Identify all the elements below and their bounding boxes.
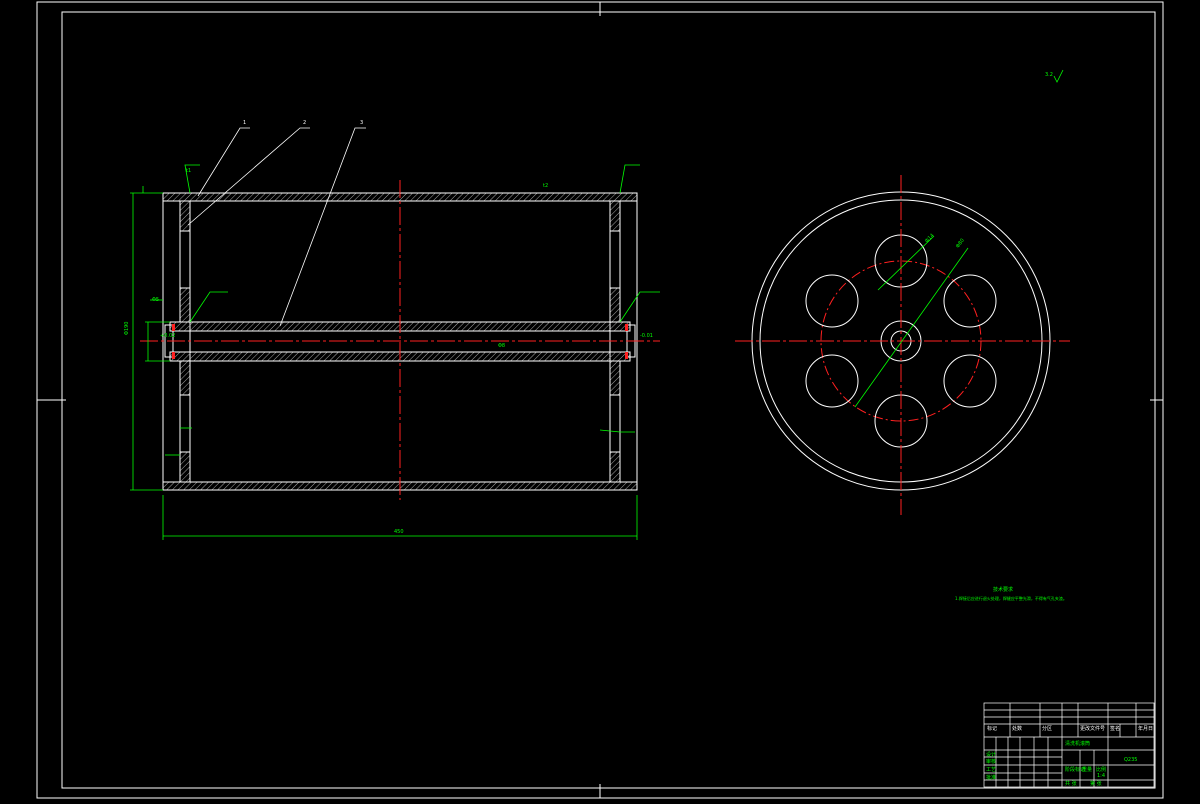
left-plate-top (179, 200, 191, 232)
tb-sheets-total: 共 张 (1065, 781, 1077, 787)
notes-title: 技术要求 (993, 587, 1014, 593)
tb-material: Q235 (1124, 757, 1138, 763)
tb-stage-mark: 阶段标记 (1065, 767, 1086, 773)
tb-role-review: 审核 (986, 759, 997, 765)
tb-row-label-5: 签名 (1110, 726, 1121, 732)
dim-misc-a: t2 (543, 183, 549, 189)
end-view (735, 175, 1070, 515)
right-plate-top (609, 200, 621, 232)
left-plate-upper (179, 287, 191, 323)
tb-role-approve: 批准 (986, 775, 997, 781)
section-view (140, 180, 660, 500)
balloon-1: 1 (243, 120, 247, 126)
tb-row-label-3: 分区 (1042, 726, 1053, 732)
right-plate-bottom (609, 451, 621, 483)
hole-5 (805, 354, 859, 408)
left-plate-bottom (179, 451, 191, 483)
dim-misc-b: t1 (186, 168, 192, 174)
right-plate-lower (609, 360, 621, 396)
balloon-2: 2 (303, 120, 307, 126)
tb-row-label-6: 年月日 (1138, 726, 1154, 732)
right-plate-upper (609, 287, 621, 323)
surface-finish-value: 3.2 (1045, 72, 1053, 78)
surface-finish-symbol (1053, 69, 1064, 83)
tb-row-label-1: 标记 (987, 726, 998, 732)
hole-3 (943, 354, 997, 408)
hole-2 (943, 274, 997, 328)
dim-outer-diameter: Φ190 (124, 321, 130, 335)
tb-sheet-number: 第 张 (1090, 781, 1102, 787)
dim-total-length: 450 (394, 529, 404, 535)
dimension-lines (130, 164, 660, 540)
dim-tol-b: -0.01 (640, 333, 653, 339)
notes-line-1: 1.焊接后应进行退火处理，焊缝应平整光滑，不得有气孔夹渣。 (955, 596, 1067, 601)
dim-tol-a: +0.02 (160, 333, 176, 339)
tb-scale-label: 比例 (1096, 767, 1107, 773)
tb-scale: 1:4 (1097, 773, 1106, 779)
tb-weight: 重量 (1082, 767, 1093, 773)
dim-spoke: Φ5 (152, 297, 160, 303)
dim-shaft: Φ8 (498, 343, 506, 349)
tb-row-label-2: 处数 (1012, 726, 1023, 732)
leader-lines (187, 127, 366, 327)
sheet-border (36, 1, 1164, 799)
left-plate-lower (179, 360, 191, 396)
title-block (983, 702, 1155, 788)
tb-drawing-name: 清洗机滚筒 (1065, 741, 1091, 747)
hole-6 (805, 274, 859, 328)
tb-row-label-4: 更改文件号 (1080, 726, 1106, 732)
tb-role-design: 设计 (986, 752, 997, 758)
balloon-3: 3 (360, 120, 364, 126)
tb-role-process: 工艺 (986, 767, 997, 773)
